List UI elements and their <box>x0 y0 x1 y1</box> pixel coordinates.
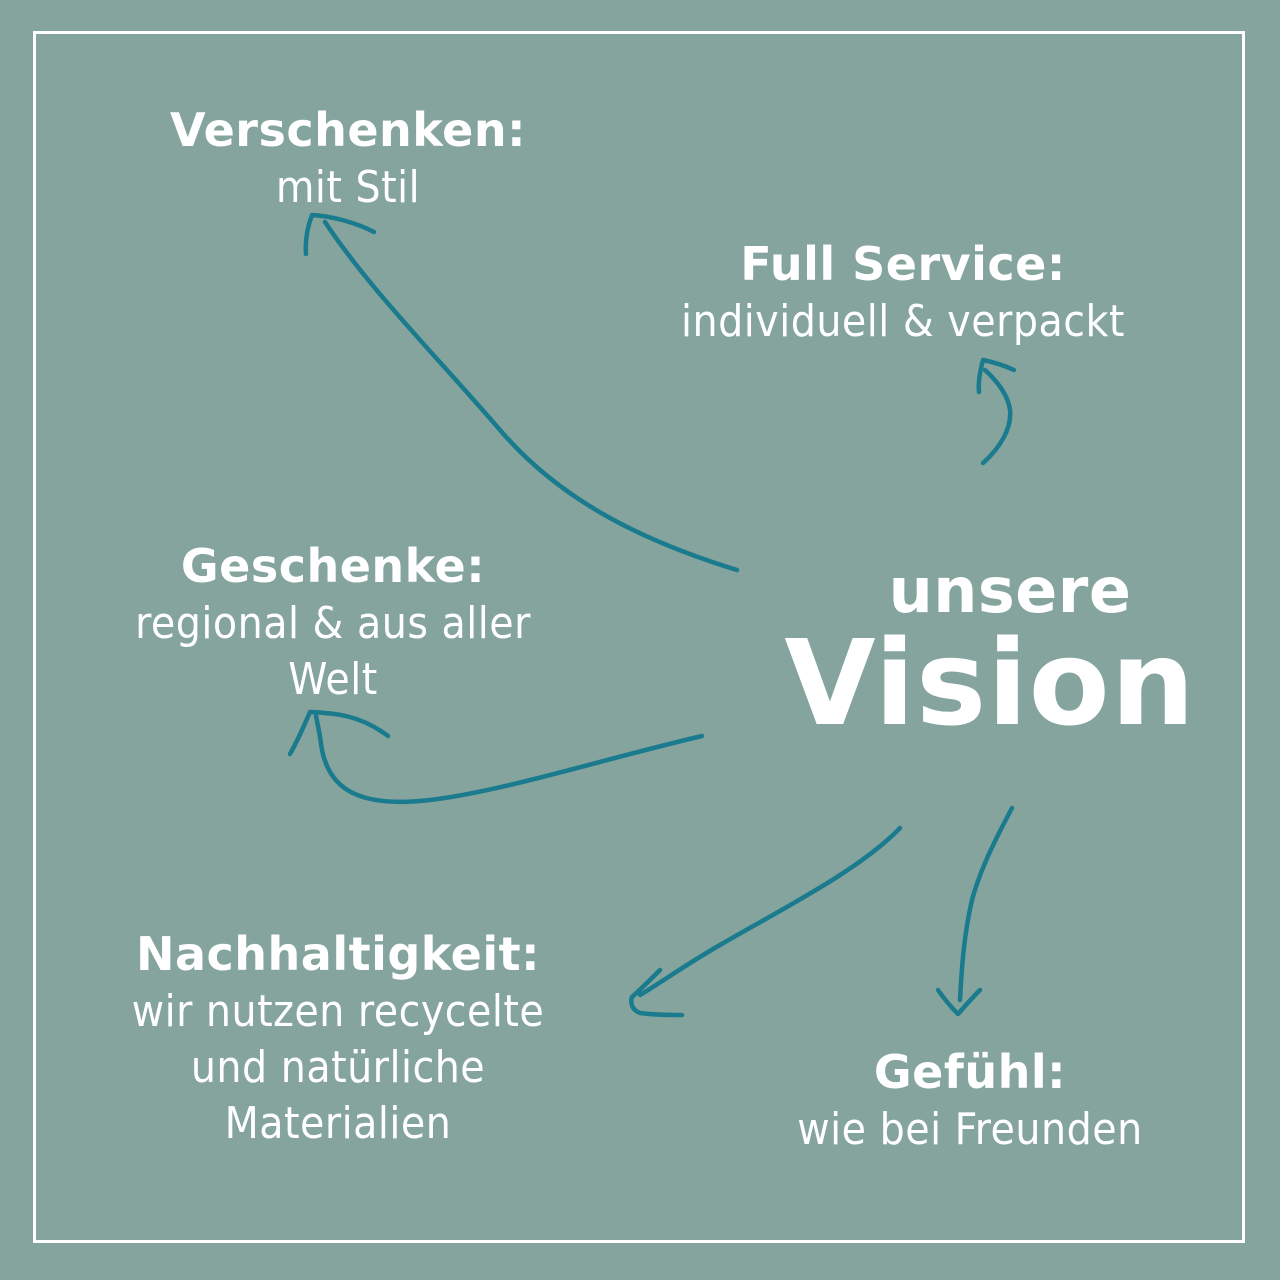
arrow-to-full-service <box>980 367 1013 466</box>
node-text: individuell & verpackt <box>681 296 1125 347</box>
node-text: wie bei Freunden <box>797 1104 1143 1155</box>
node-title: Geschenke: <box>180 539 486 593</box>
arrowhead-full-service <box>976 357 1017 395</box>
center-small-text: unsere <box>888 554 1132 627</box>
center-large-text: Vision <box>784 614 1196 752</box>
arrow-to-gefuehl <box>957 805 1015 1003</box>
arrowhead-nachhaltigkeit <box>629 967 685 1018</box>
node-title: Verschenken: <box>169 103 526 157</box>
node-text: wir nutzen recycelte <box>131 986 545 1037</box>
node-title: Full Service: <box>740 237 1066 291</box>
node-title: Gefühl: <box>873 1045 1067 1099</box>
node-gefuehl: Gefühl: wie bei Freunden <box>730 1042 1210 1158</box>
node-text: und natürliche <box>190 1042 486 1093</box>
outer-frame <box>33 31 1245 1243</box>
node-title: Nachhaltigkeit: <box>135 927 540 981</box>
arrow-to-verschenken <box>322 219 740 573</box>
node-full-service: Full Service: individuell & verpackt <box>598 234 1208 350</box>
node-text: mit Stil <box>275 162 421 213</box>
center-vision: unsere Vision <box>770 554 1210 752</box>
arrow-to-geschenke <box>313 713 705 805</box>
arrowhead-gefuehl <box>935 987 983 1017</box>
node-text: Materialien <box>224 1098 452 1149</box>
arrowhead-verschenken <box>303 212 377 257</box>
node-text: regional & aus aller <box>135 598 531 649</box>
arrow-to-nachhaltigkeit <box>637 825 903 998</box>
node-text: Welt <box>288 654 378 705</box>
node-geschenke: Geschenke: regional & aus aller Welt <box>48 536 618 708</box>
node-nachhaltigkeit: Nachhaltigkeit: wir nutzen recycelte und… <box>48 924 628 1152</box>
node-verschenken: Verschenken: mit Stil <box>138 100 558 216</box>
arrowhead-geschenke <box>287 709 391 757</box>
